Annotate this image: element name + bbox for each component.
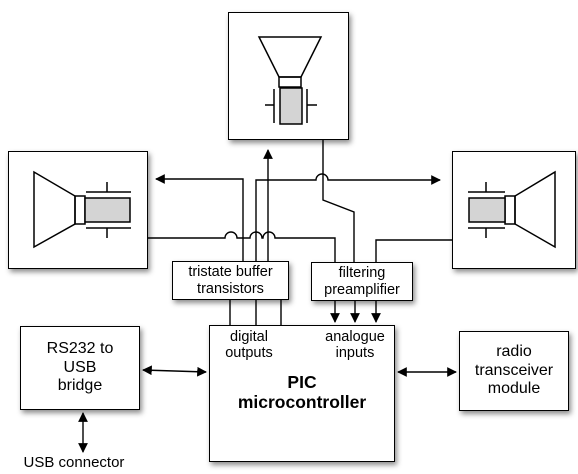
rs232-usb-bridge-block: RS232 to USB bridge	[20, 326, 140, 410]
speaker-left	[8, 151, 148, 269]
speaker-top	[228, 12, 349, 140]
digital-outputs-label: digital outputs	[225, 329, 273, 361]
speaker-icon	[468, 170, 556, 249]
wire-right-speaker-in	[255, 173, 441, 261]
wire-left-speaker-out	[148, 231, 336, 262]
wire-right-speaker-out	[375, 239, 452, 262]
filtering-preamplifier-block: filtering preamplifier	[311, 262, 413, 301]
speaker-right	[452, 151, 576, 269]
analogue-inputs-label: analogue inputs	[325, 329, 385, 361]
speaker-icon	[33, 170, 131, 249]
usb-connector-label: USB connector	[23, 454, 125, 471]
wire-left-speaker-in	[155, 174, 244, 261]
tristate-buffer-block: tristate buffer transistors	[172, 261, 289, 300]
wire-top-speaker-out	[322, 140, 355, 262]
wire-rs232-pic	[142, 365, 207, 377]
pic-microcontroller-title: PIC microcontroller	[237, 372, 367, 413]
pic-microcontroller-block	[209, 325, 395, 462]
radio-transceiver-block: radio transceiver module	[459, 331, 569, 411]
speaker-icon	[257, 36, 323, 125]
